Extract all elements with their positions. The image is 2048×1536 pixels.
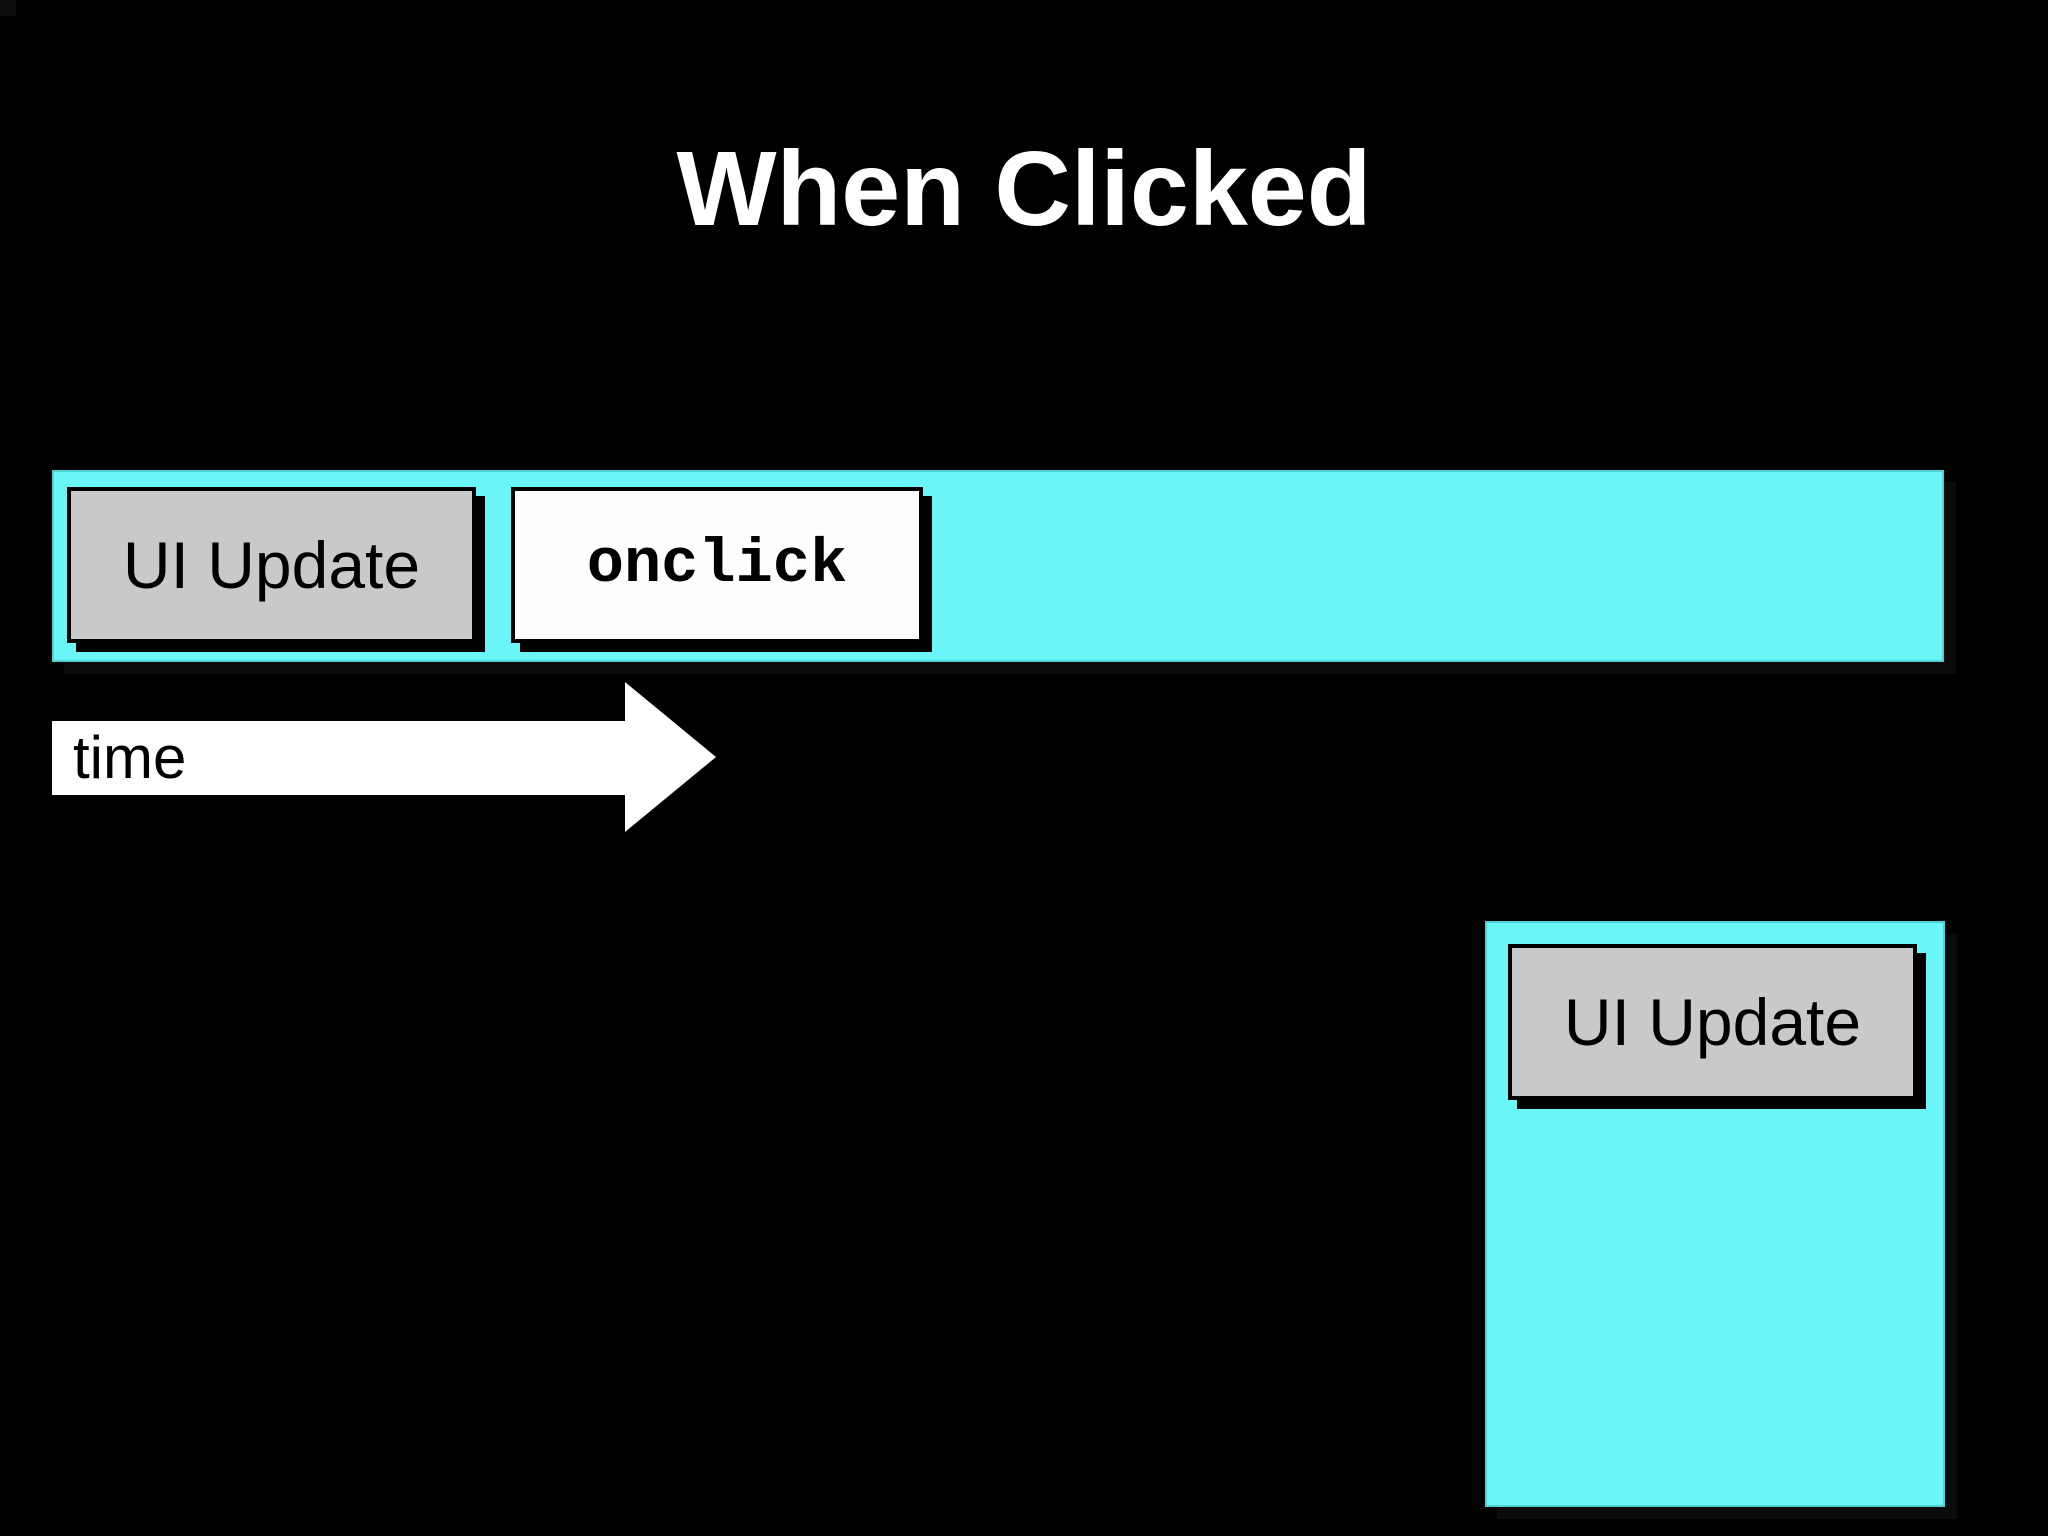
onclick-segment-label: onclick (586, 529, 848, 600)
ui-update-segment: UI Update (67, 487, 476, 643)
onclick-segment: onclick (511, 487, 923, 643)
time-arrow-shaft: time (52, 721, 625, 795)
continuation-block: UI Update (1485, 921, 1945, 1507)
timeline-bar: UI Update onclick (52, 470, 1944, 662)
slide-title: When Clicked (676, 130, 1372, 248)
ui-update-segment-label: UI Update (122, 528, 421, 602)
corner-artifact (0, 0, 16, 16)
ui-update-later-box: UI Update (1508, 944, 1917, 1100)
time-arrow: time (52, 682, 768, 833)
time-label: time (73, 724, 187, 791)
ui-update-later-label: UI Update (1563, 985, 1862, 1059)
arrowhead-right-icon (625, 682, 716, 832)
